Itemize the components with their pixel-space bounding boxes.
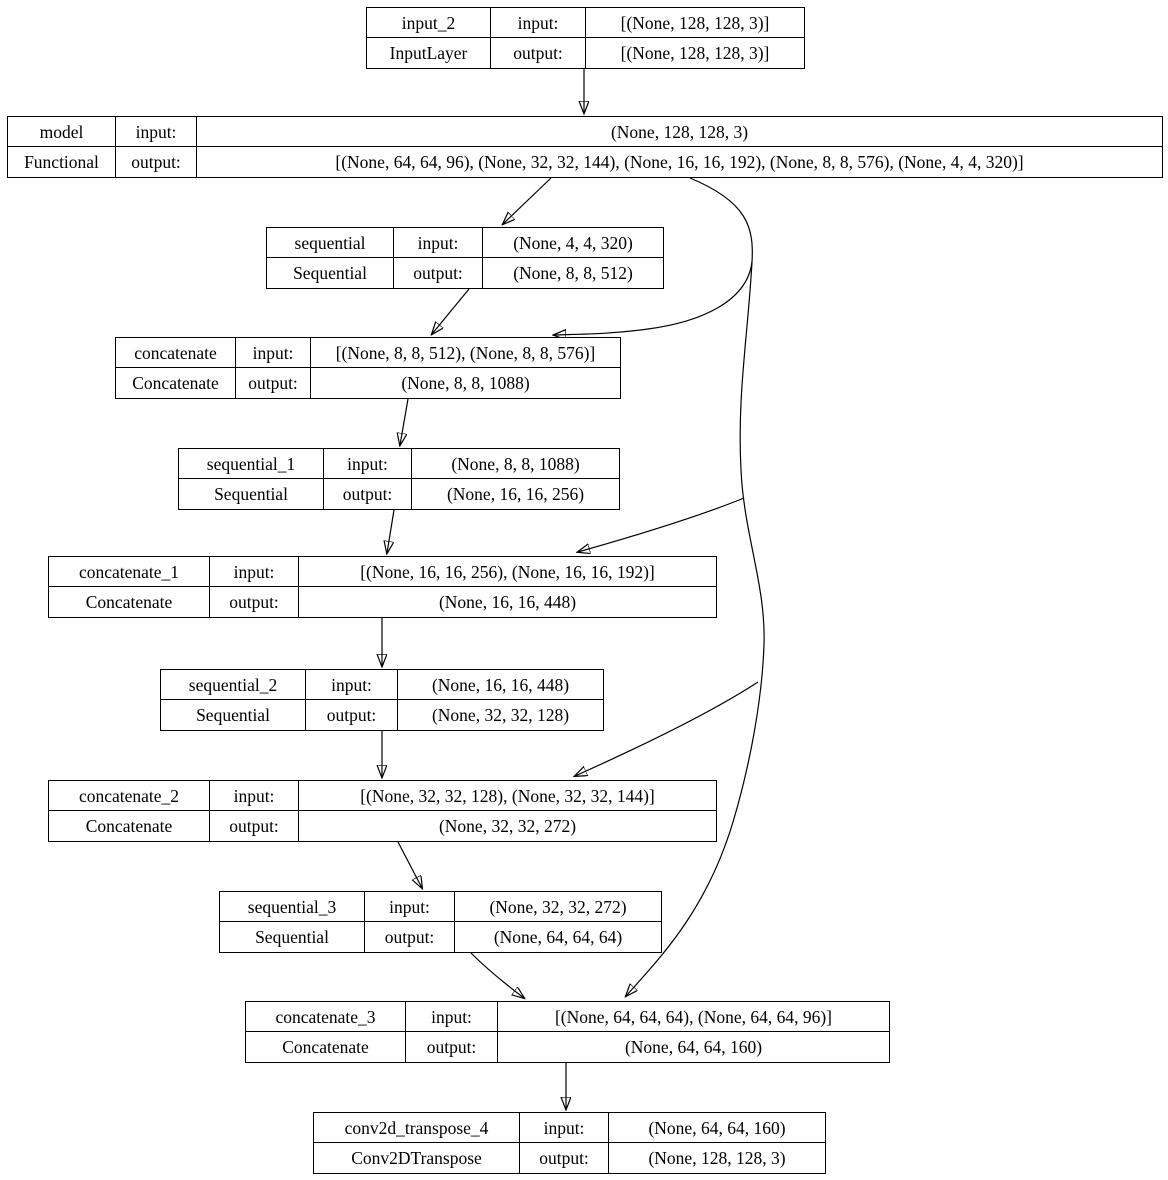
- output-label: output:: [491, 38, 586, 68]
- edge-sequential_3-concatenate_3: [470, 952, 524, 998]
- output-label: output:: [236, 368, 311, 398]
- layer-name: concatenate_1: [49, 557, 210, 587]
- node-sequential_3: sequential_3 input: (None, 32, 32, 272) …: [219, 891, 662, 953]
- output-shape: (None, 32, 32, 128): [431, 705, 570, 725]
- output-label: output:: [116, 147, 197, 177]
- output-shape: (None, 8, 8, 1088): [401, 373, 530, 393]
- input-label: input:: [210, 557, 299, 587]
- output-shape: (None, 16, 16, 256): [446, 484, 585, 504]
- output-shape: [(None, 128, 128, 3)]: [620, 43, 770, 63]
- edge-concatenate_2-sequential_3: [397, 841, 422, 888]
- input-label: input:: [520, 1113, 609, 1143]
- edge-model-concatenate_1: [578, 497, 745, 552]
- output-shape: (None, 64, 64, 64): [493, 927, 623, 947]
- edge-model-concatenate_2: [575, 681, 759, 776]
- layer-type: Sequential: [267, 258, 394, 288]
- output-shape: (None, 32, 32, 272): [438, 816, 577, 836]
- output-label: output:: [210, 587, 299, 617]
- edge-sequential_1-concatenate_1: [387, 509, 395, 553]
- layer-type: Concatenate: [246, 1032, 406, 1062]
- edge-sequential-concatenate: [432, 288, 470, 334]
- layer-type: Functional: [8, 147, 116, 177]
- input-shape: [(None, 32, 32, 128), (None, 32, 32, 144…: [299, 781, 716, 811]
- layer-type: Sequential: [161, 700, 306, 730]
- input-shape: [(None, 64, 64, 64), (None, 64, 64, 96)]: [498, 1002, 889, 1032]
- input-label: input:: [236, 338, 311, 368]
- input-shape: [(None, 8, 8, 512), (None, 8, 8, 576)]: [311, 338, 620, 368]
- output-label: output:: [306, 700, 398, 730]
- node-model: model input: (None, 128, 128, 3) Functio…: [7, 116, 1163, 178]
- input-label: input:: [394, 228, 483, 258]
- layer-name: sequential_1: [179, 449, 324, 479]
- output-shape: (None, 128, 128, 3): [648, 1148, 786, 1168]
- layer-name: sequential_3: [220, 892, 365, 922]
- output-label: output:: [520, 1143, 609, 1173]
- input-shape: (None, 4, 4, 320): [483, 228, 663, 258]
- node-sequential_1: sequential_1 input: (None, 8, 8, 1088) S…: [178, 448, 620, 510]
- node-sequential_2: sequential_2 input: (None, 16, 16, 448) …: [160, 669, 604, 731]
- layer-name: concatenate: [116, 338, 236, 368]
- edge-model-concatenate: [554, 261, 753, 335]
- input-label: input:: [324, 449, 412, 479]
- input-shape: (None, 64, 64, 160): [609, 1113, 825, 1143]
- layer-type: Concatenate: [49, 587, 210, 617]
- output-shape: (None, 16, 16, 448): [438, 592, 577, 612]
- node-concatenate_2: concatenate_2 input: [(None, 32, 32, 128…: [48, 780, 717, 842]
- layer-type: Concatenate: [116, 368, 236, 398]
- layer-name: model: [8, 117, 116, 147]
- layer-type: Concatenate: [49, 811, 210, 841]
- layer-type: Sequential: [220, 922, 365, 952]
- input-shape: (None, 32, 32, 272): [455, 892, 661, 922]
- layer-name: sequential: [267, 228, 394, 258]
- layer-name: sequential_2: [161, 670, 306, 700]
- layer-name: conv2d_transpose_4: [314, 1113, 520, 1143]
- output-shape: (None, 8, 8, 512): [513, 263, 633, 283]
- input-label: input:: [365, 892, 455, 922]
- output-label: output:: [324, 479, 412, 509]
- node-input_2: input_2 input: [(None, 128, 128, 3)] Inp…: [366, 7, 805, 69]
- node-conv2d_transpose_4: conv2d_transpose_4 input: (None, 64, 64,…: [313, 1112, 826, 1174]
- input-label: input:: [306, 670, 398, 700]
- layer-name: concatenate_2: [49, 781, 210, 811]
- input-shape: (None, 128, 128, 3): [197, 117, 1162, 147]
- input-label: input:: [491, 8, 586, 38]
- layer-name: input_2: [367, 8, 491, 38]
- node-concatenate_3: concatenate_3 input: [(None, 64, 64, 64)…: [245, 1001, 890, 1063]
- input-shape: [(None, 128, 128, 3)]: [586, 8, 804, 38]
- layer-type: InputLayer: [367, 38, 491, 68]
- layer-name: concatenate_3: [246, 1002, 406, 1032]
- output-shape: [(None, 64, 64, 96), (None, 32, 32, 144)…: [335, 152, 1024, 172]
- input-shape: [(None, 16, 16, 256), (None, 16, 16, 192…: [299, 557, 716, 587]
- output-label: output:: [210, 811, 299, 841]
- edge-concatenate-sequential_1: [400, 398, 409, 445]
- output-label: output:: [394, 258, 483, 288]
- edge-model-trunk: [626, 177, 765, 996]
- output-label: output:: [406, 1032, 498, 1062]
- node-concatenate: concatenate input: [(None, 8, 8, 512), (…: [115, 337, 621, 399]
- node-concatenate_1: concatenate_1 input: [(None, 16, 16, 256…: [48, 556, 717, 618]
- layer-type: Conv2DTranspose: [314, 1143, 520, 1173]
- input-label: input:: [210, 781, 299, 811]
- input-shape: (None, 8, 8, 1088): [412, 449, 619, 479]
- edge-model-sequential: [503, 177, 552, 224]
- node-sequential: sequential input: (None, 4, 4, 320) Sequ…: [266, 227, 664, 289]
- input-label: input:: [116, 117, 197, 147]
- output-label: output:: [365, 922, 455, 952]
- output-shape: (None, 64, 64, 160): [624, 1037, 763, 1057]
- layer-type: Sequential: [179, 479, 324, 509]
- input-shape: (None, 16, 16, 448): [398, 670, 603, 700]
- input-label: input:: [406, 1002, 498, 1032]
